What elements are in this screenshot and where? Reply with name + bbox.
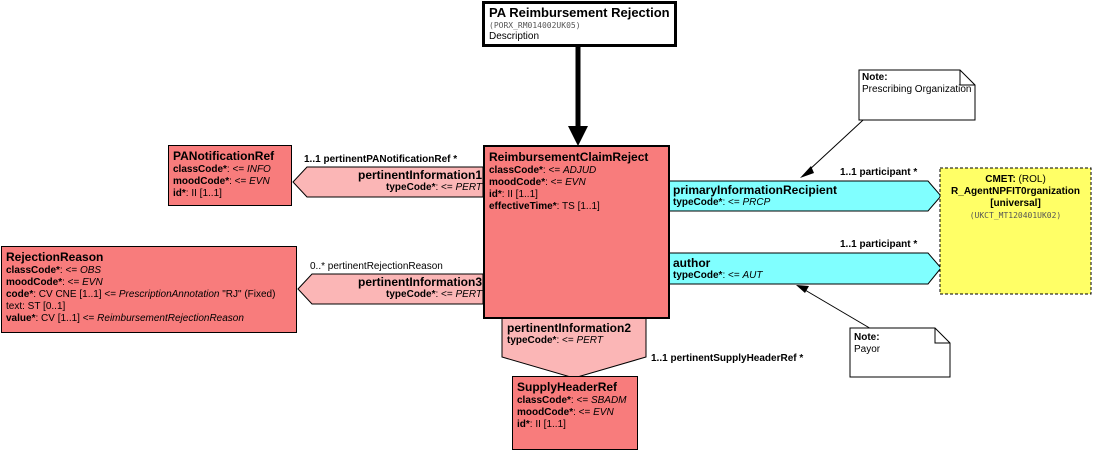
cmet-text: CMET: (ROL) R_AgentNPFIT0rganization [un…: [941, 174, 1090, 222]
assoc-label-participant-2: 1..1 participant *: [840, 239, 918, 250]
cmet-role: (ROL): [1015, 174, 1046, 185]
class-supply-header-ref[interactable]: SupplyHeaderRef classCode*: <= SBADM moo…: [512, 376, 638, 450]
cmet-box[interactable]: [939, 167, 1092, 295]
assoc-label-participant-1: 1..1 participant *: [840, 167, 918, 178]
arm-primary-label: primaryInformationRecipient typeCode*: <…: [673, 183, 838, 208]
attr-line: classCode*: <= OBS: [6, 265, 102, 276]
class-reimbursement-claim-reject[interactable]: ReimbursementClaimReject classCode*: <= …: [483, 145, 670, 319]
note-payor[interactable]: Note: Payor: [854, 332, 881, 355]
note-payor-shape: [849, 327, 951, 378]
attr-line: value*: CV [1..1] <= ReimbursementReject…: [6, 313, 244, 324]
class-rejection-reason[interactable]: RejectionReason classCode*: <= OBS moodC…: [1, 246, 297, 333]
attr-line: classCode*: <= INFO: [173, 164, 271, 175]
title-box[interactable]: PA Reimbursement Rejection (PORX_RM01400…: [482, 1, 677, 47]
attr-line: id*: II [1..1]: [517, 419, 566, 430]
arm-pert2-label: pertinentInformation2 typeCode*: <= PERT: [507, 321, 632, 346]
diagram-title: PA Reimbursement Rejection: [489, 5, 670, 20]
entry-arrow-head: [568, 126, 588, 146]
note-arrow-head-payor: [796, 285, 809, 293]
class-name: SupplyHeaderRef: [517, 380, 618, 394]
attr-line: classCode*: <= SBADM: [517, 395, 627, 406]
note-prescribing-shape: [858, 69, 976, 121]
attr-line: moodCode*: <= EVN: [517, 407, 614, 418]
attr-line: moodCode*: <= EVN: [173, 176, 270, 187]
diagram-id: (PORX_RM014002UK05): [489, 21, 581, 30]
assoc-label-pa-notification: 1..1 pertinentPANotificationRef *: [304, 154, 458, 165]
arm-pert1-label: pertinentInformation1 typeCode*: <= PERT: [357, 168, 482, 193]
attr-line: classCode*: <= ADJUD: [489, 165, 597, 176]
attr-line: id*: II [1..1]: [173, 188, 222, 199]
class-name: RejectionReason: [6, 250, 104, 264]
arm-author-label: author typeCode*: <= AUT: [673, 256, 763, 281]
cmet-id: (UKCT_MT120401UK02): [969, 211, 1062, 220]
note-arrow-line-payor: [804, 289, 874, 331]
attr-line: code*: CV CNE [1..1] <= PrescriptionAnno…: [6, 289, 276, 300]
attr-line: text: ST [0..1]: [6, 301, 66, 312]
attr-line: moodCode*: <= EVN: [489, 177, 586, 188]
cmet-name: R_AgentNPFIT0rganization: [951, 186, 1080, 197]
diagram-description: Description: [489, 31, 540, 42]
assoc-label-rejection-reason: 0..* pertinentRejectionReason: [310, 261, 443, 272]
arm-pert3-label: pertinentInformation3 typeCode*: <= PERT: [357, 275, 482, 300]
note-prescribing[interactable]: Note: Prescribing Organization: [862, 72, 972, 95]
assoc-label-supply-header: 1..1 pertinentSupplyHeaderRef *: [651, 353, 804, 364]
class-pa-notification-ref[interactable]: PANotificationRef classCode*: <= INFO mo…: [168, 145, 292, 206]
attr-line: effectiveTime*: TS [1..1]: [489, 201, 600, 212]
class-name: ReimbursementClaimReject: [489, 150, 649, 164]
attr-line: moodCode*: <= EVN: [6, 277, 103, 288]
class-name: PANotificationRef: [173, 149, 275, 163]
note-arrow-head-prescribing: [800, 166, 814, 178]
attr-line: id*: II [1..1]: [489, 189, 538, 200]
cmet-universal: [universal]: [990, 198, 1041, 209]
cmet-prefix: CMET:: [985, 174, 1016, 185]
